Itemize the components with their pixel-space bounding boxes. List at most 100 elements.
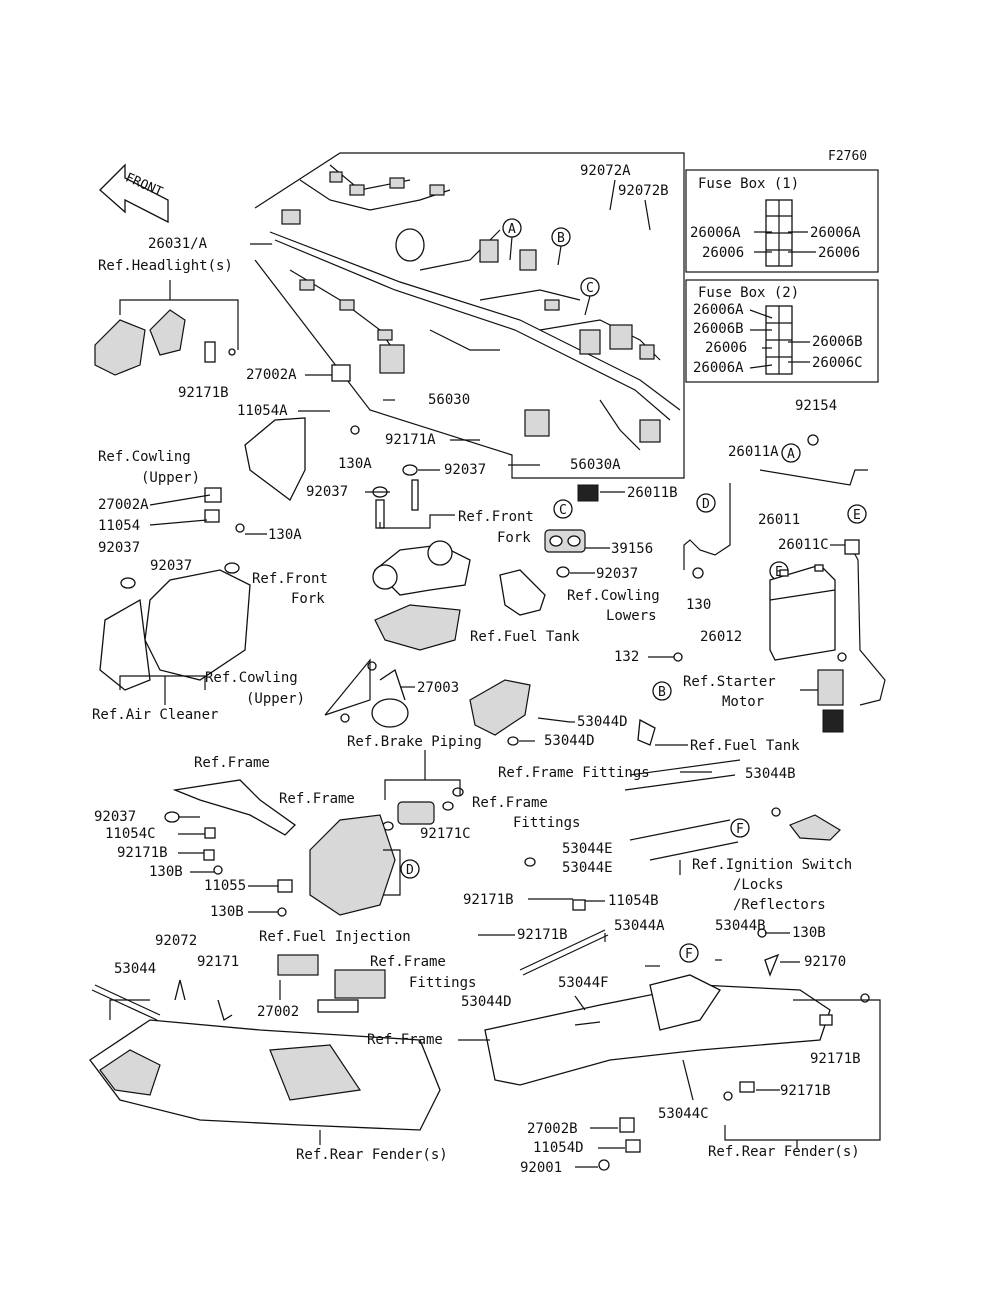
battery-26012 [769, 564, 836, 661]
ref-label: Ref.Headlight(s) [98, 258, 233, 274]
ref-label: Ref.Rear Fender(s) [296, 1147, 448, 1163]
air-cleaner-duct [99, 562, 251, 705]
cowling-lowers-stay [499, 566, 570, 616]
ref-label: Ref.Frame [367, 1032, 443, 1048]
ref-label: Ref.Cowling [205, 670, 298, 686]
part-label: 92170 [804, 954, 846, 970]
fuse-box-2-left-label: 26006A [693, 360, 744, 376]
callout-d-icon: D [696, 493, 716, 513]
ref-label: Fittings [513, 815, 580, 831]
part-label: 92171C [420, 826, 471, 842]
ref-label: Ref.Fuel Injection [259, 929, 411, 945]
part-label: 53044B [715, 918, 766, 934]
ref-label: Ref.Air Cleaner [92, 707, 218, 723]
svg-text:A: A [787, 447, 795, 462]
ref-label: Ref.Cowling [98, 449, 191, 465]
part-label: 92037 [306, 484, 348, 500]
part-label: 92072A [580, 163, 631, 179]
callout-b-icon: B [652, 681, 672, 701]
fuse-box-1-title: Fuse Box (1) [698, 176, 799, 192]
part-label: 53044 [114, 961, 156, 977]
ref-label: Ref.Front [252, 571, 328, 587]
part-label: 27002 [257, 1004, 299, 1020]
cowling-stay-upper [204, 364, 360, 533]
part-label: 56030 [428, 392, 470, 408]
svg-text:E: E [853, 508, 861, 523]
part-label: 130B [149, 864, 183, 880]
part-label: 92072B [618, 183, 669, 199]
part-label: 53044D [577, 714, 628, 730]
part-labels: 92072A 92072B 26031/A Ref.Headlight(s) 9… [92, 163, 861, 1176]
ref-label: Fittings [409, 975, 476, 991]
callout-a-icon: A [781, 443, 801, 463]
part-label: 56030A [570, 457, 621, 473]
part-label: 26031/A [148, 236, 208, 252]
ref-label: Ref.Frame [472, 795, 548, 811]
svg-text:E: E [775, 565, 783, 580]
fuel-tank-bracket [469, 679, 656, 746]
fuse-box-1: Fuse Box (1) 26006A 26006 26006A 26006 [685, 169, 879, 273]
part-label: 27002B [527, 1121, 578, 1137]
svg-text:F: F [736, 822, 744, 837]
svg-text:B: B [658, 685, 666, 700]
part-label: 92037 [94, 809, 136, 825]
part-label: 27002A [98, 497, 149, 513]
part-label: 26011B [627, 485, 678, 501]
part-label: 92001 [520, 1160, 562, 1176]
fuse-box-2-title: Fuse Box (2) [698, 285, 799, 301]
ref-label: Lowers [606, 608, 657, 624]
fuse-box-2-left-label: 26006 [705, 340, 747, 356]
fuse-box-2: Fuse Box (2) 26006A 26006B 26006 26006A … [685, 279, 879, 383]
ref-label: Ref.Frame Fittings [498, 765, 650, 781]
ref-label: (Upper) [246, 691, 305, 707]
ref-label: Ref.Front [458, 509, 534, 525]
part-label: 92171A [385, 432, 436, 448]
callout-e-icon: E [847, 504, 867, 524]
harness-group-outline [254, 152, 685, 479]
svg-text:C: C [559, 503, 567, 518]
svg-text:B: B [557, 231, 565, 246]
part-label: 92171B [517, 927, 568, 943]
part-label: 92037 [596, 566, 638, 582]
part-label: 92171B [810, 1051, 861, 1067]
callout-d-icon: D [400, 859, 420, 879]
relay-39156 [544, 484, 599, 553]
fuse-box-1-left-label: 26006A [690, 225, 741, 241]
callout-f-icon: F [730, 818, 750, 838]
battery-cables [683, 434, 886, 706]
part-label: 92171B [780, 1083, 831, 1099]
svg-text:C: C [586, 281, 594, 296]
starter-relay [673, 652, 847, 733]
ref-label: (Upper) [141, 470, 200, 486]
callout-b-icon: B [551, 227, 571, 266]
part-label: 130 [686, 597, 711, 613]
wiring-harness [269, 164, 681, 451]
part-label: 53044D [461, 994, 512, 1010]
callout-f-icon: F [679, 943, 699, 963]
ref-label: Ref.Frame [279, 791, 355, 807]
part-label: 27003 [417, 680, 459, 696]
part-label: 53044A [614, 918, 665, 934]
svg-text:D: D [702, 497, 710, 512]
part-label: 92154 [795, 398, 837, 414]
part-label: 11054A [237, 403, 288, 419]
part-label: 26012 [700, 629, 742, 645]
part-label: 92171B [178, 385, 229, 401]
svg-text:F: F [685, 947, 693, 962]
ref-label: Fork [291, 591, 325, 607]
part-label: 53044E [562, 841, 613, 857]
ref-label: /Reflectors [733, 897, 826, 913]
cowling-upper-stay-horn [324, 540, 471, 728]
fuse-box-1-right-label: 26006 [818, 245, 860, 261]
fuse-box-1-left-label: 26006 [702, 245, 744, 261]
rear-fender-left [89, 954, 441, 1131]
ref-label: Ref.Rear Fender(s) [708, 1144, 860, 1160]
part-label: 39156 [611, 541, 653, 557]
part-label: 53044C [658, 1106, 709, 1122]
part-label: 92072 [155, 933, 197, 949]
front-fork-clamps [372, 464, 455, 529]
ref-label: Ref.Brake Piping [347, 734, 482, 750]
ref-label: Ref.Frame [370, 954, 446, 970]
part-label: 92037 [444, 462, 486, 478]
part-label: 26011A [728, 444, 779, 460]
